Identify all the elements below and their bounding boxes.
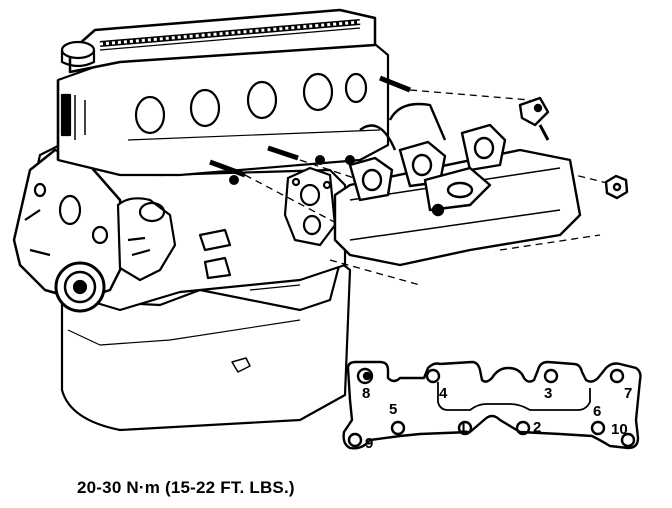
- engine-block: [12, 8, 390, 432]
- manifold-studs: [209, 75, 411, 185]
- torque-seq-6: 6: [593, 403, 601, 420]
- torque-seq-2: 2: [533, 419, 541, 436]
- torque-spec-caption: 20-30 N·m (15-22 FT. LBS.): [77, 478, 295, 497]
- torque-seq-10: 10: [611, 421, 628, 438]
- torque-seq-4: 4: [439, 385, 448, 402]
- torque-seq-9: 9: [365, 435, 373, 452]
- torque-seq-3: 3: [544, 385, 552, 402]
- torque-seq-1: 1: [459, 419, 467, 436]
- torque-sequence-gasket: [342, 360, 642, 450]
- manifold: [333, 96, 629, 267]
- torque-seq-7: 7: [624, 385, 632, 402]
- intake-gasket: [283, 166, 337, 247]
- torque-seq-5: 5: [389, 401, 397, 418]
- torque-seq-8: 8: [362, 385, 370, 402]
